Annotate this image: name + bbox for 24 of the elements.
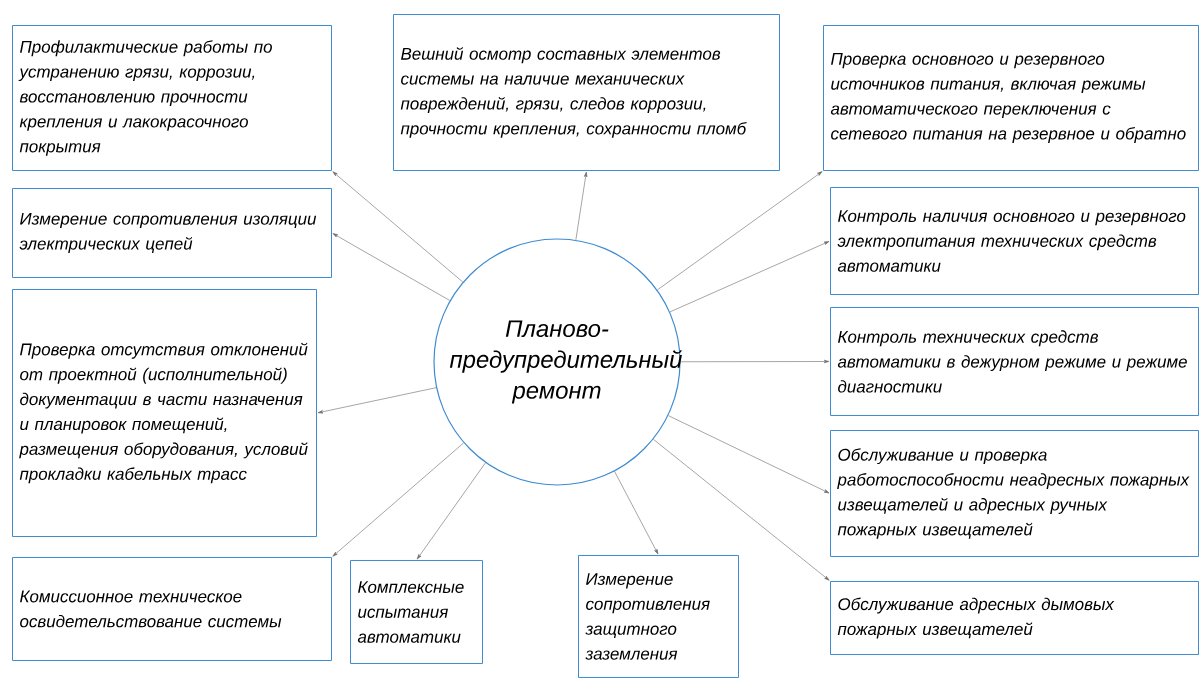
arrow: [575, 171, 588, 241]
arrow: [653, 439, 830, 581]
text-box: Проверка основного и резервного источников питания, включая режимы автоматического переключения с сетевого питания на резервное и обратно: [823, 25, 1199, 171]
text-box: Комиссионное техническое освидетельствование системы: [12, 557, 332, 661]
text-box: Комплексные испытания автоматики: [350, 560, 483, 664]
text-box: Контроль наличия основного и резервного электропитания технических средств автоматики: [830, 187, 1199, 295]
text-box: Контроль технических средств автоматики в дежурном режиме и режиме диагностики: [830, 307, 1199, 416]
text-box: Проверка отсутствия отклонений от проектной (исполнительной) документации в части назначения и планировок помещений, размещения оборудования, условий прокладки кабельных трасс: [12, 289, 317, 537]
arrow: [657, 171, 823, 291]
text-box: Измерение сопротивления защитного заземления: [578, 555, 739, 678]
text-box: Измерение сопротивления изоляции электрических цепей: [12, 188, 332, 278]
text-box: Обслуживание и проверка работоспособности неадресных пожарных извещателей и адресных ручных пожарных извещателей: [830, 430, 1199, 557]
arrow: [317, 387, 437, 414]
arrow: [332, 233, 451, 301]
arrow: [332, 171, 464, 283]
arrow: [669, 241, 830, 313]
text-box: Профилактические работы по устранению грязи, коррозии, восстановлению прочности крепления и лакокрасочного покрытия: [12, 25, 332, 171]
arrow: [332, 442, 464, 557]
arrow: [416, 462, 486, 560]
text-box: Вешний осмотр составных элементов системы на наличие механических повреждений, грязи, следов коррозии, прочности крепления, сохранности пломб: [393, 14, 780, 171]
arrow: [680, 359, 830, 364]
text-box: Обслуживание адресных дымовых пожарных извещателей: [830, 581, 1199, 655]
arrow: [668, 415, 830, 494]
arrow: [614, 471, 659, 555]
